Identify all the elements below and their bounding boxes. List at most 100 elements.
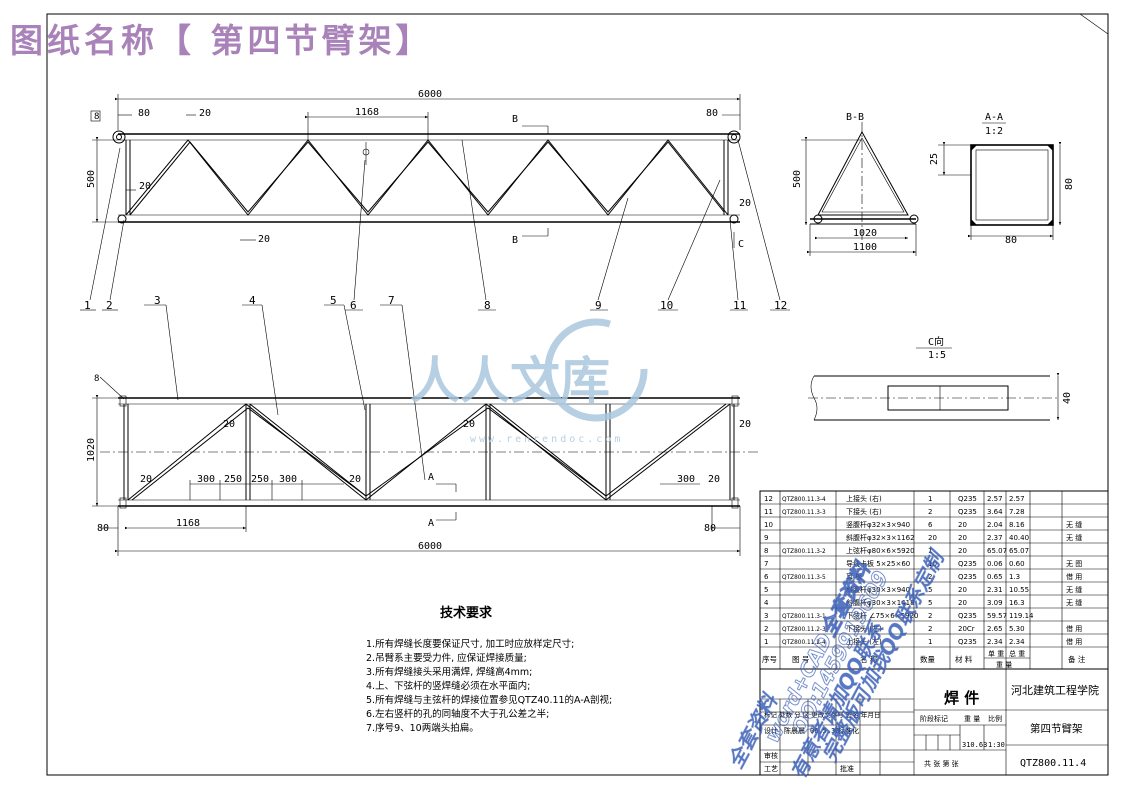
callout-5: 5	[330, 294, 337, 307]
bom-cell-w2: 65.07	[1009, 547, 1029, 555]
section-bb-outer-width: 1100	[853, 242, 877, 253]
bom-cell-w1: 2.04	[987, 521, 1003, 529]
section-mark-b-top: B	[512, 114, 518, 125]
plan-view: 8 1020 20	[86, 374, 760, 556]
bom-header-code: 图 号	[792, 655, 809, 664]
bom-cell-qty: 5	[928, 599, 932, 607]
bom-cell-w1: 0.06	[987, 560, 1003, 568]
bom-cell-w1: 59.57	[987, 612, 1007, 620]
tech-item: 4.上、下弦杆的竖焊缝必须在水平面内;	[366, 680, 530, 692]
drawing-name: 第四节臂架	[1030, 722, 1083, 735]
callout-4: 4	[249, 294, 256, 307]
bom-cell-note: 无 缝	[1066, 598, 1082, 607]
bom-cell-no: 11	[764, 508, 773, 516]
bom-cell-w2: 40.40	[1009, 534, 1029, 542]
bom-cell-mat: 20	[958, 534, 967, 542]
bom-cell-w2: 1.3	[1009, 573, 1020, 581]
dim-panel-top: 1168	[355, 107, 379, 118]
bom-cell-no: 4	[764, 599, 769, 607]
bom-cell-w2: 2.34	[1009, 638, 1025, 646]
section-aa-bottom-dim: 80	[1005, 235, 1017, 246]
bom-cell-mat: Q235	[958, 560, 977, 568]
weld-symbol-plan: 8	[94, 374, 99, 384]
dim-plan-20a: 20	[223, 419, 235, 430]
callout-11: 11	[733, 299, 746, 312]
dim-plan-overall: 6000	[418, 541, 442, 552]
bom-cell-w1: 3.64	[987, 508, 1003, 516]
bom-cell-w2: 119.14	[1009, 612, 1034, 620]
elevation-view: 6000 80 20 1168 80 8 500 20 20 20	[86, 89, 751, 250]
bom-header-weight: 重 量	[996, 661, 1012, 669]
label-sheets: 共 张 第 张	[924, 759, 959, 768]
bom-cell-code: QTZ800.11.2-3	[782, 627, 826, 633]
bom-header-name: 名 称	[860, 654, 878, 664]
section-mark-a-top: A	[428, 472, 434, 483]
bom-cell-w2: 10.55	[1009, 586, 1029, 594]
bom-cell-qty: 2	[928, 573, 932, 581]
dim-plan-20e: 20	[349, 474, 361, 485]
bom-cell-name: 上接头 (右)	[846, 494, 882, 503]
bom-cell-w1: 2.34	[987, 638, 1003, 646]
bom-cell-code: QTZ800.11.3-1	[782, 614, 826, 620]
callout-10: 10	[660, 299, 673, 312]
bom-cell-qty: 10	[928, 560, 937, 568]
bom-cell-w1: 3.09	[987, 599, 1003, 607]
bom-cell-no: 1	[764, 638, 768, 646]
dim-plan-20f: 20	[708, 474, 720, 485]
bom-cell-qty: 5	[928, 586, 932, 594]
dim-plan-20d: 20	[140, 474, 152, 485]
tech-item: 6.左右竖杆的孔的同轴度不大于孔公差之半;	[366, 708, 549, 720]
tech-item: 7.序号9、10两端头拍扁。	[366, 722, 479, 734]
bom-cell-name: 上接头 (左)	[846, 637, 882, 646]
watermark: 人人文库 www.renrendoc.com 全套资料 word+CAD全套资料…	[410, 318, 950, 783]
section-aa-scale: 1:2	[985, 126, 1003, 137]
bom-cell-mat: Q235	[958, 495, 977, 503]
dim-left-end: 80	[138, 108, 150, 119]
dim-plan-20b: 20	[463, 419, 475, 430]
section-bb-title: B-B	[846, 112, 864, 123]
bom-cell-w1: 2.31	[987, 586, 1003, 594]
tech-item: 5.所有焊缝与主弦杆的焊接位置参见QTZ40.11的A-A剖视;	[366, 694, 612, 706]
section-aa-title: A-A	[985, 112, 1003, 123]
bom-cell-w2: 0.60	[1009, 560, 1025, 568]
bom-cell-note: 借 用	[1066, 572, 1082, 581]
bom-cell-note: 借 用	[1066, 637, 1082, 646]
bom-cell-name: 斜腹杆φ32×3×1162	[846, 533, 915, 542]
view-c-scale: 1:5	[928, 350, 946, 361]
bom-cell-no: 7	[764, 560, 768, 568]
approve-label: 批准	[840, 764, 854, 773]
callout-9: 9	[595, 299, 602, 312]
bom-cell-name: 下接头 (左)	[846, 624, 882, 633]
callout-12: 12	[774, 299, 787, 312]
watermark-brand: 人人文库	[410, 351, 610, 410]
tech-item: 1.所有焊缝长度要保证尺寸, 加工时应放样定尺寸;	[366, 638, 574, 650]
bom-cell-mat: Q235	[958, 612, 977, 620]
tech-requirements: 技术要求 1.所有焊缝长度要保证尺寸, 加工时应放样定尺寸; 2.吊臂系主要受力…	[366, 605, 612, 734]
bom-cell-qty: 1	[928, 638, 932, 646]
dim-height-top: 500	[86, 170, 97, 188]
bom-cell-w1: 2.65	[987, 625, 1003, 633]
bom-cell-no: 10	[764, 521, 773, 529]
dim-gap-bottom: 20	[258, 234, 270, 245]
title-block: 焊 件 河北建筑工程学院 第四节臂架 QTZ800.11.4 阶段标记 重 量 …	[759, 668, 1109, 776]
bom-header-qty: 数量	[920, 654, 935, 664]
bom-cell-name: 斜腹杆φ30×3×940	[846, 585, 910, 594]
bom-cell-note: 无 缝	[1066, 520, 1082, 529]
callout-leaders: 1 2 3 4 5 6 7 8 9 10 11 12	[80, 139, 790, 481]
bom-cell-name: 斜腹杆φ30×3×1418	[846, 598, 915, 607]
bom-cell-code: QTZ800.11.3-4	[782, 497, 826, 503]
bom-cell-no: 9	[764, 534, 768, 542]
bom-cell-w2: 16.3	[1009, 599, 1025, 607]
bom-cell-w1: 2.37	[987, 534, 1003, 542]
bom-cell-mat: 20	[958, 547, 967, 555]
label-stage: 阶段标记	[920, 714, 948, 723]
tech-heading: 技术要求	[440, 605, 493, 621]
callout-2: 2	[106, 299, 113, 312]
section-bb-inner-width: 1020	[853, 228, 877, 239]
bom-cell-qty: 2	[928, 508, 932, 516]
bom-cell-qty: 1	[928, 547, 932, 555]
bom-cell-code: QTZ800.11.3-3	[782, 510, 826, 516]
bom-header-single: 单 重	[988, 649, 1004, 658]
